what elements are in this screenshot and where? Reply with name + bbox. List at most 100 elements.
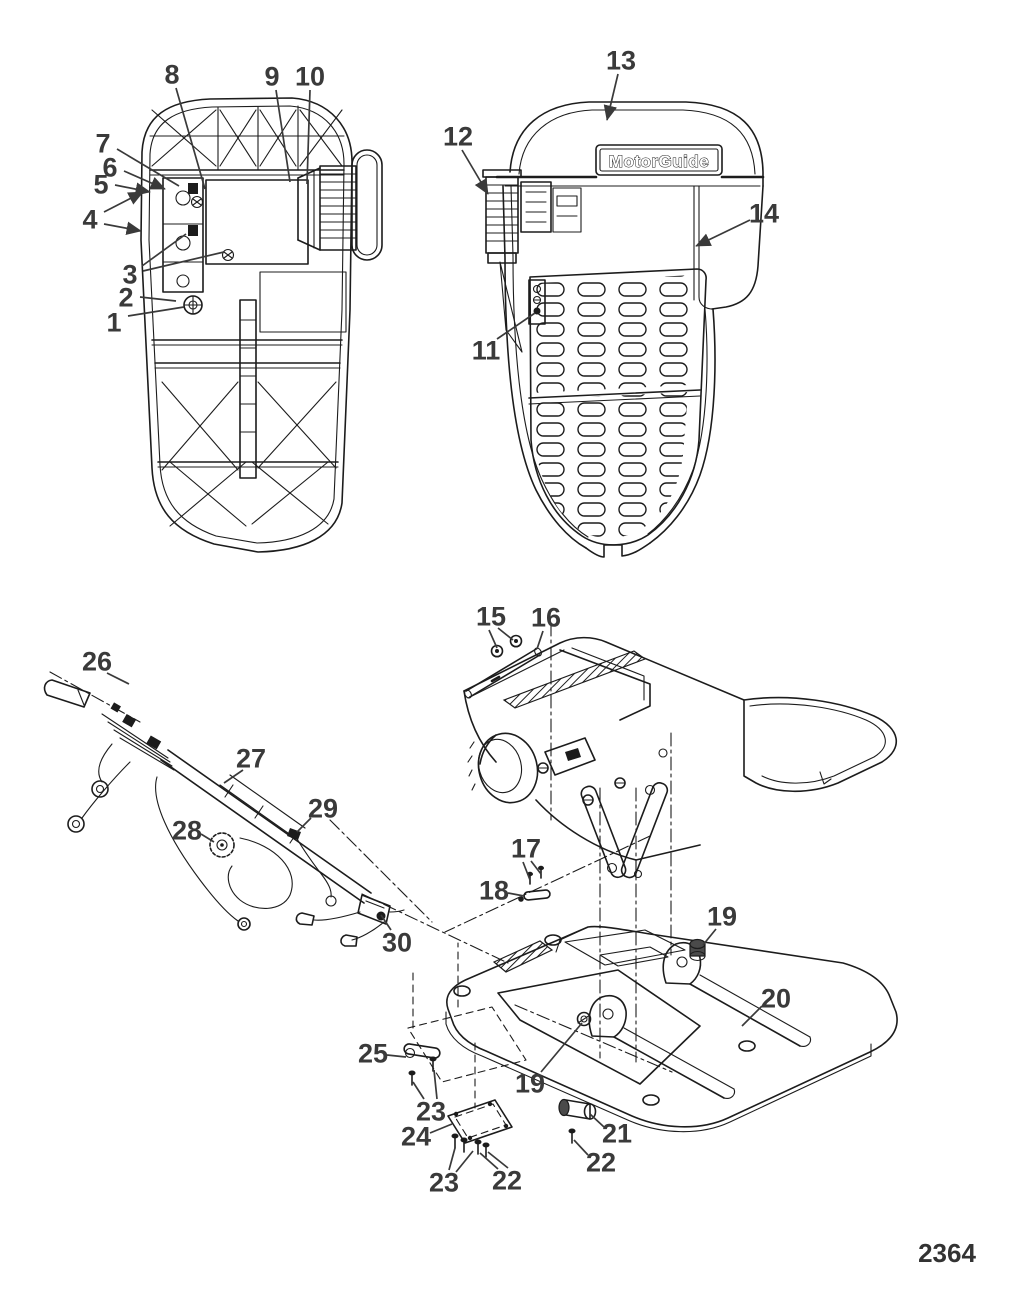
main-cable [160,749,372,904]
leader-line-15 [497,627,514,641]
leader-line-14 [695,219,751,247]
screw [190,195,204,209]
leader-line-4 [103,191,144,213]
pivot-bushing [689,938,706,962]
leader-line-12 [461,149,489,195]
callout-22: 22 [492,1166,522,1196]
pivot-hub [183,295,203,315]
callout-14: 14 [749,199,779,229]
callout-30: 30 [382,928,412,958]
lower-cross-braces [161,381,337,527]
steering-knob [482,169,582,264]
callout-13: 13 [606,46,636,76]
leader-line-27 [223,769,244,784]
callout-1: 1 [106,308,121,338]
leader-line-16 [536,630,544,650]
leader-line-23 [412,1081,425,1100]
leader-line-3 [141,233,187,267]
motorguide-logo-text: MotorGuide [609,152,709,171]
switch-window [544,737,596,776]
pivot-lug [588,995,736,1099]
switch-bracket [528,279,546,325]
logo-plate: MotorGuide [595,144,723,176]
callout-21: 21 [602,1119,632,1149]
ribbed-pad [492,940,554,973]
callout-2: 2 [118,283,133,313]
leader-line-23 [448,1147,456,1171]
pedal-top-figure: MotorGuide [482,101,765,558]
screw [537,762,549,774]
access-plate [447,1099,513,1144]
leader-line-22 [487,1151,509,1169]
callout-16: 16 [531,603,561,633]
leader-line-18 [507,892,525,897]
callout-24: 24 [401,1122,431,1152]
callout-23: 23 [416,1097,446,1127]
callout-17: 17 [511,834,541,864]
heel-cup [743,696,898,793]
callout-28: 28 [172,816,202,846]
cable-drum [467,732,539,804]
truss-cross-braces [151,109,343,167]
callout-10: 10 [295,62,325,92]
callout-29: 29 [308,794,338,824]
leader-line-26 [106,672,130,685]
center-recess [497,969,701,1085]
ring-terminal-wires [67,743,251,931]
hex-nut [490,644,504,658]
leader-line-19 [702,928,717,946]
leader-line-11 [496,312,536,340]
callout-5: 5 [93,170,108,200]
leader-line-6 [123,170,166,190]
base-plate-figure [361,622,898,1158]
screw-fasteners [408,865,576,1158]
leader-line-10 [306,89,311,185]
callout-11: 11 [472,336,501,366]
leader-line-25 [386,1054,407,1058]
leader-line-3 [142,251,225,272]
pivot-bolt [576,1011,592,1027]
logo-stripe [502,650,647,709]
callout-8: 8 [164,60,179,90]
callout-19: 19 [707,902,737,932]
callout-7: 7 [95,129,110,159]
alignment-lines [361,622,672,1109]
screw [614,777,626,789]
callout-18: 18 [479,876,509,906]
hex-nut [509,634,523,648]
contact-clip [188,225,198,236]
leader-line-13 [603,73,619,121]
leader-line-1 [127,306,185,317]
callout-15: 15 [476,602,506,632]
pedal-body-figure [463,634,898,879]
leader-line-19 [540,1022,583,1073]
leader-line-28 [200,833,215,843]
callout-26: 26 [82,647,112,677]
leader-line-5 [114,182,151,196]
callout-22: 22 [586,1148,616,1178]
leader-line-17 [522,861,531,881]
callout-4: 4 [82,205,97,235]
dial-wheel [209,832,235,858]
pin-link [403,1043,441,1059]
pivot-arms [580,782,669,879]
leader-line-7 [116,148,180,187]
leader-line-21 [589,1113,605,1128]
leader-line-4 [103,221,142,235]
leader-line-2 [139,296,177,302]
leader-line-15 [488,629,498,649]
callout-6: 6 [102,153,117,183]
leader-line-24 [429,1123,453,1134]
pedal-underside-figure [140,97,383,553]
leader-line-22 [479,1152,499,1170]
drawing-number: 2364 [918,1238,976,1268]
callout-27: 27 [236,744,266,774]
leader-line-29 [296,817,312,833]
callout-20: 20 [761,984,791,1014]
leader-line-23 [455,1150,474,1173]
leader-line-23 [433,1069,438,1100]
leader-line-8 [175,87,206,190]
